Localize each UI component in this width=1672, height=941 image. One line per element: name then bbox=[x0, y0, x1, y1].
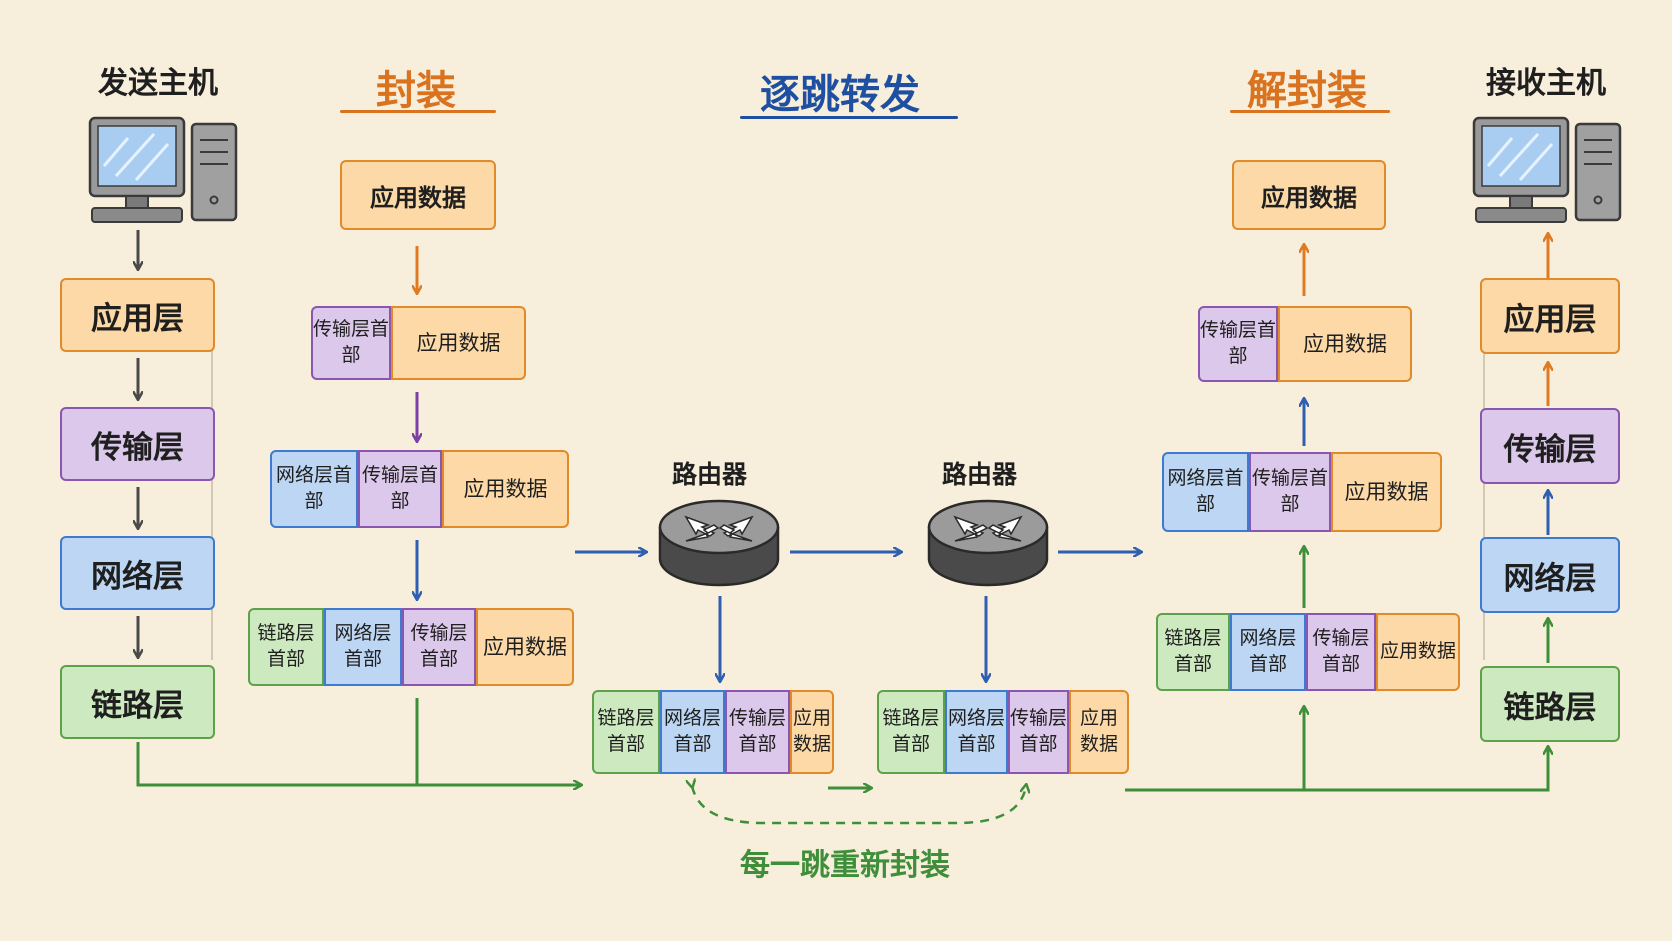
router-1-icon bbox=[658, 499, 780, 587]
sender-link-path bbox=[136, 698, 580, 785]
encap-link-packet: 链路层首部 网络层首部 传输层首部 应用数据 bbox=[248, 608, 574, 686]
app-data-seg: 应用数据 bbox=[1376, 613, 1460, 691]
link-header-seg: 链路层首部 bbox=[1156, 613, 1230, 691]
network-header-seg: 网络层首部 bbox=[660, 690, 725, 774]
decap-link-packet: 链路层首部 网络层首部 传输层首部 应用数据 bbox=[1156, 613, 1460, 691]
encap-title: 封装 bbox=[376, 68, 456, 114]
receiver-network-layer: 网络层 bbox=[1480, 537, 1620, 613]
app-data-seg: 应用数据 bbox=[442, 450, 569, 528]
encap-underline bbox=[340, 110, 496, 113]
app-data-seg: 应用数据 bbox=[790, 690, 834, 774]
network-header-seg: 网络层首部 bbox=[1230, 613, 1306, 691]
sender-title: 发送主机 bbox=[98, 66, 218, 101]
encap-transport-packet: 传输层首部 应用数据 bbox=[311, 306, 526, 380]
reencap-dashed-arc bbox=[692, 786, 1026, 825]
sender-link-layer: 链路层 bbox=[60, 665, 215, 739]
receiver-link-layer: 链路层 bbox=[1480, 666, 1620, 742]
decap-transport-packet: 传输层首部 应用数据 bbox=[1198, 306, 1412, 382]
transport-header-seg: 传输层首部 bbox=[1249, 452, 1331, 532]
app-data-seg: 应用数据 bbox=[1278, 306, 1412, 382]
receiver-title: 接收主机 bbox=[1486, 66, 1606, 101]
network-header-seg: 网络层首部 bbox=[1162, 452, 1249, 532]
receiver-computer-icon bbox=[1472, 116, 1622, 223]
forward-arrows bbox=[575, 552, 1140, 680]
network-header-seg: 网络层首部 bbox=[945, 690, 1008, 774]
forward-underline bbox=[740, 116, 958, 119]
transport-header-seg: 传输层首部 bbox=[725, 690, 790, 774]
link-header-seg: 链路层首部 bbox=[877, 690, 945, 774]
link-header-seg: 链路层首部 bbox=[592, 690, 660, 774]
decap-network-packet: 网络层首部 传输层首部 应用数据 bbox=[1162, 452, 1442, 532]
sender-app-layer: 应用层 bbox=[60, 278, 215, 352]
transport-header-seg: 传输层首部 bbox=[402, 608, 476, 686]
encap-network-packet: 网络层首部 传输层首部 应用数据 bbox=[270, 450, 569, 528]
decap-app-data: 应用数据 bbox=[1232, 160, 1386, 230]
app-data-seg: 应用数据 bbox=[1331, 452, 1442, 532]
receiver-transport-layer: 传输层 bbox=[1480, 408, 1620, 484]
hop1-link-packet: 链路层首部 网络层首部 传输层首部 应用数据 bbox=[592, 690, 834, 774]
network-header-seg: 网络层首部 bbox=[324, 608, 402, 686]
sender-network-layer: 网络层 bbox=[60, 536, 215, 610]
receiver-link-path bbox=[1125, 548, 1548, 792]
app-data-seg: 应用数据 bbox=[476, 608, 574, 686]
router-2-icon bbox=[927, 499, 1049, 587]
reencap-note: 每一跳重新封装 bbox=[740, 848, 950, 883]
network-header-seg: 网络层首部 bbox=[270, 450, 358, 528]
transport-header-seg: 传输层首部 bbox=[311, 306, 391, 380]
transport-header-seg: 传输层首部 bbox=[1198, 306, 1278, 382]
forward-title: 逐跳转发 bbox=[760, 72, 920, 118]
transport-header-seg: 传输层首部 bbox=[1306, 613, 1376, 691]
app-data-seg: 应用数据 bbox=[391, 306, 526, 380]
router-2-label: 路由器 bbox=[942, 460, 1018, 489]
sender-computer-icon bbox=[88, 116, 238, 223]
transport-header-seg: 传输层首部 bbox=[358, 450, 442, 528]
link-header-seg: 链路层首部 bbox=[248, 608, 324, 686]
router-1-label: 路由器 bbox=[672, 460, 748, 489]
encap-app-data: 应用数据 bbox=[340, 160, 496, 230]
transport-header-seg: 传输层首部 bbox=[1008, 690, 1069, 774]
sender-transport-layer: 传输层 bbox=[60, 407, 215, 481]
decap-underline bbox=[1230, 110, 1390, 113]
hop2-link-packet: 链路层首部 网络层首部 传输层首部 应用数据 bbox=[877, 690, 1129, 774]
decap-title: 解封装 bbox=[1247, 68, 1367, 114]
app-data-seg: 应用数据 bbox=[1069, 690, 1129, 774]
receiver-app-layer: 应用层 bbox=[1480, 278, 1620, 354]
